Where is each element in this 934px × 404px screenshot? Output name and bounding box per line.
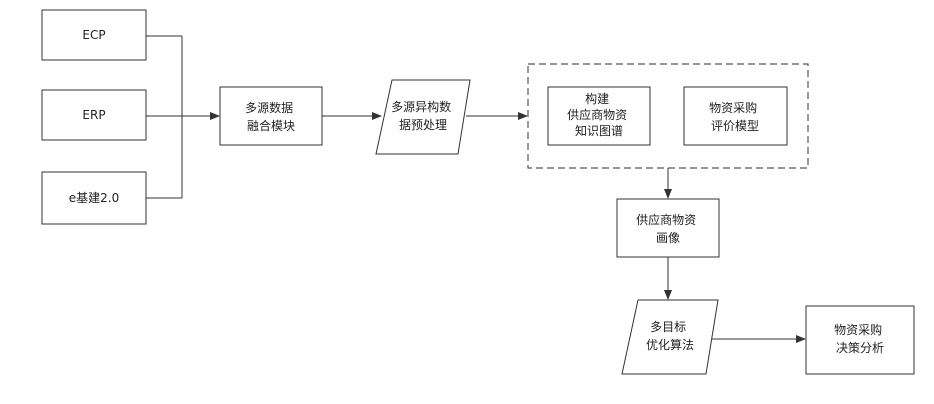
evaluation-model-line-2: 评价模型 <box>711 119 759 133</box>
source-ejishi-label: e基建2.0 <box>69 191 119 205</box>
source-erp-label: ERP <box>82 108 105 122</box>
knowledge-graph-box: 构建 供应商物资 知识图谱 <box>548 87 650 145</box>
hetero-processing-box: 多源异构数 据预处理 <box>376 80 470 154</box>
fusion-module-line-2: 融合模块 <box>247 118 295 133</box>
hetero-processing-line-1: 多源异构数 <box>391 99 451 114</box>
knowledge-graph-line-2: 供应商物资 <box>567 107 627 122</box>
knowledge-graph-line-1: 构建 <box>585 91 609 106</box>
optimization-box: 多目标 优化算法 <box>622 300 718 374</box>
fusion-module-line-1: 多源数据 <box>245 100 293 115</box>
evaluation-model-line-1: 物资采购 <box>709 100 757 115</box>
decision-analysis-box: 物资采购 决策分析 <box>806 306 914 374</box>
sources-connector <box>146 36 219 198</box>
decision-analysis-line-2: 决策分析 <box>836 341 884 355</box>
supplier-profile-line-2: 画像 <box>656 231 680 245</box>
evaluation-model-box: 物资采购 评价模型 <box>684 87 787 145</box>
hetero-processing-line-2: 据预处理 <box>399 118 447 132</box>
optimization-line-1: 多目标 <box>650 320 686 334</box>
knowledge-graph-line-3: 知识图谱 <box>575 124 623 138</box>
optimization-line-2: 优化算法 <box>646 337 694 352</box>
source-ecp-box: ECP <box>42 10 146 60</box>
supplier-profile-box: 供应商物资 画像 <box>617 199 719 257</box>
source-erp-box: ERP <box>42 90 146 140</box>
source-ejishi-box: e基建2.0 <box>42 172 146 224</box>
source-ecp-label: ECP <box>82 28 105 42</box>
decision-analysis-line-1: 物资采购 <box>834 322 882 337</box>
fusion-module-box: 多源数据 融合模块 <box>220 87 322 145</box>
supplier-profile-line-1: 供应商物资 <box>636 212 696 227</box>
